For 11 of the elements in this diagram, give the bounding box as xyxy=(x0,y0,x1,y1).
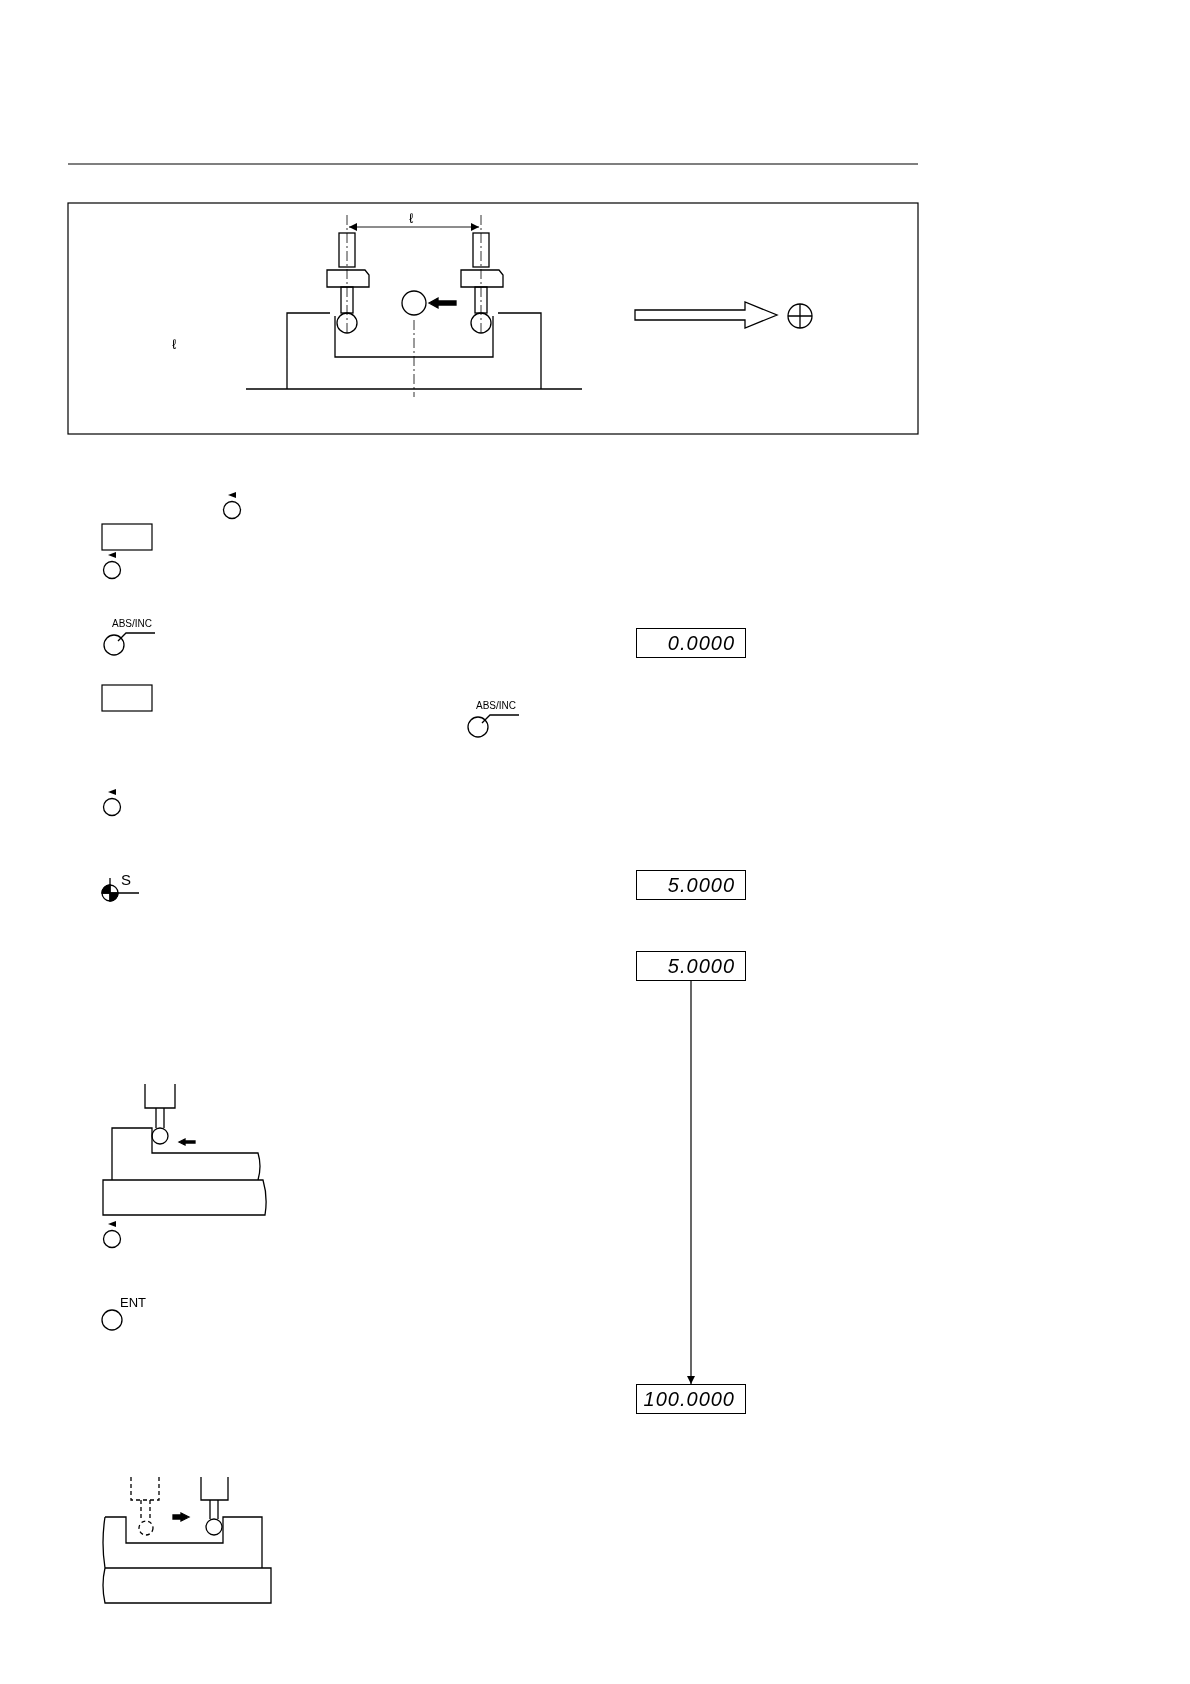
display-readout: 5.0000 xyxy=(636,951,746,981)
key-label: S xyxy=(121,872,131,887)
key-label: ABS/INC xyxy=(112,619,152,629)
display-readout: 0.0000 xyxy=(636,628,746,658)
arrow xyxy=(687,980,695,1385)
dimension-label: ℓ xyxy=(409,211,414,225)
display-readout: 100.0000 xyxy=(636,1384,746,1414)
key-label: ABS/INC xyxy=(476,701,516,711)
symbol-label: ℓ xyxy=(172,337,177,351)
key-label: ENT xyxy=(120,1296,146,1309)
display-readout: 5.0000 xyxy=(636,870,746,900)
